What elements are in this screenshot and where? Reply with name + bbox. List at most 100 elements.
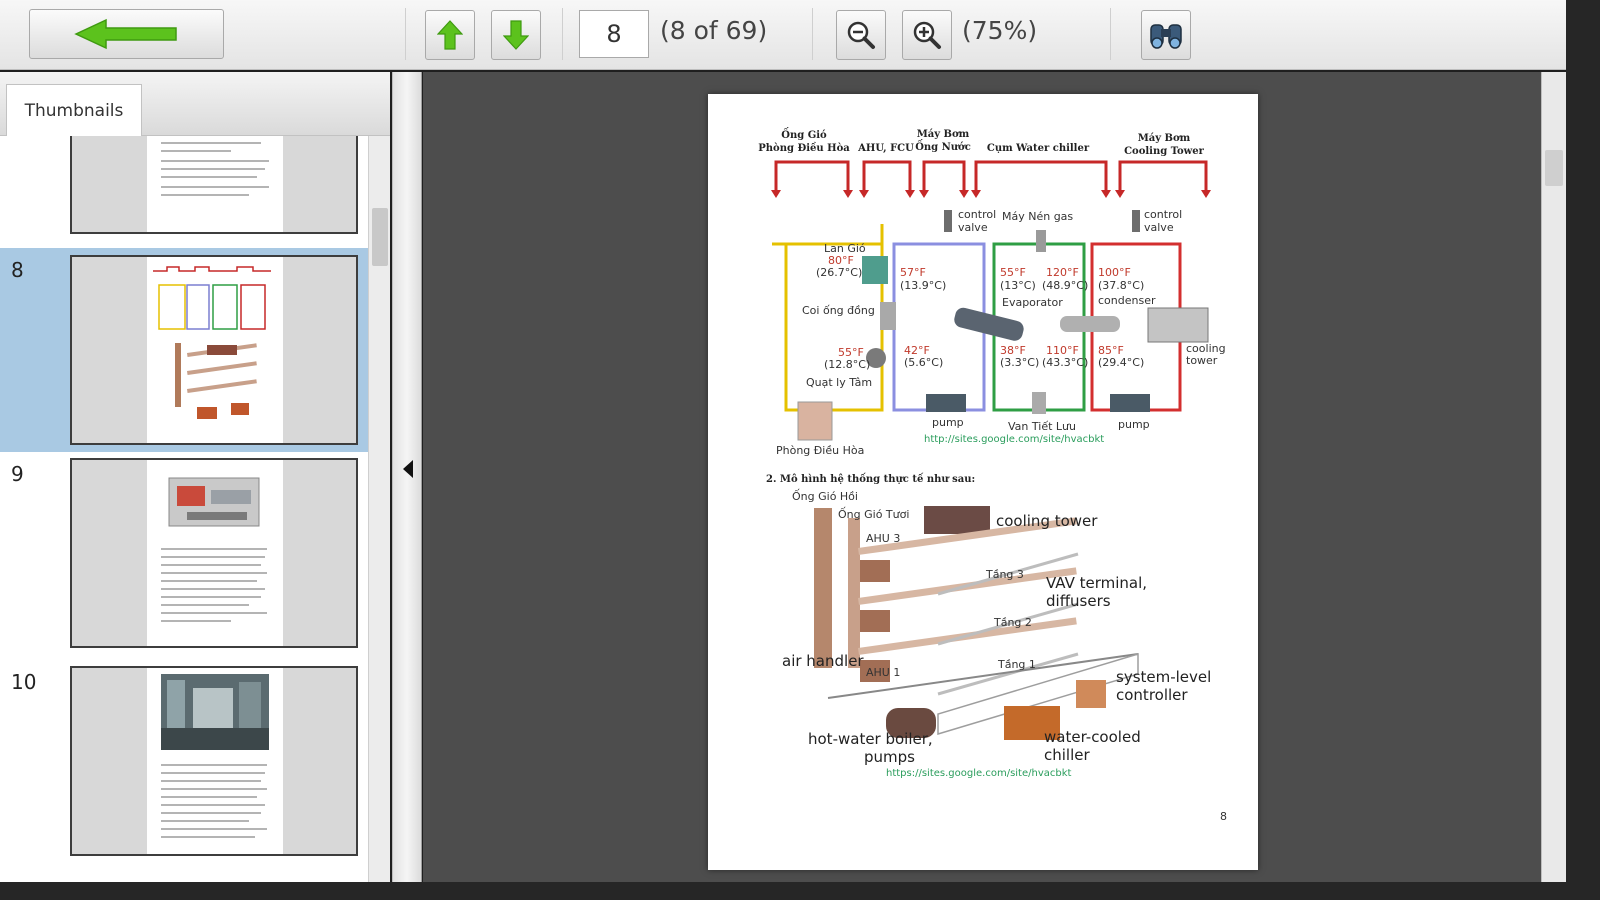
svg-text:Ống Gió Tươi: Ống Gió Tươi (838, 507, 909, 521)
svg-text:55°F: 55°F (1000, 266, 1026, 279)
scrollbar-thumb[interactable] (1545, 150, 1563, 186)
toolbar: (8 of 69) (75%) (0, 0, 1566, 70)
page-content: Ống Gió Phòng Điều Hòa AHU, FCU Máy Bơm … (708, 94, 1258, 870)
svg-text:system-level: system-level (1116, 668, 1211, 686)
return-air-duct (814, 508, 832, 668)
svg-text:Phòng Điều Hòa: Phòng Điều Hòa (776, 444, 864, 457)
page-footer-number: 8 (1220, 810, 1227, 823)
next-page-button[interactable] (491, 10, 541, 60)
window-edge (0, 882, 1600, 900)
svg-text:(5.6°C): (5.6°C) (904, 356, 943, 369)
svg-text:(37.8°C): (37.8°C) (1098, 279, 1144, 292)
svg-text:(12.8°C): (12.8°C) (824, 358, 870, 371)
fresh-air-duct (848, 518, 860, 668)
thumbnail-page-image (70, 136, 358, 234)
document-scrollbar[interactable] (1541, 72, 1566, 882)
header-ong-gio: Ống Gió (781, 128, 827, 141)
pump-icon (926, 394, 966, 412)
svg-text:AHU 3: AHU 3 (866, 532, 900, 545)
thumbnail-scrollbar[interactable] (368, 136, 390, 882)
zoom-out-button[interactable] (836, 10, 886, 60)
page-count-label: (8 of 69) (660, 16, 767, 45)
up-arrow-icon (437, 19, 463, 51)
binoculars-icon (1147, 19, 1185, 51)
svg-text:(3.3°C): (3.3°C) (1000, 356, 1039, 369)
tab-thumbnails[interactable]: Thumbnails (6, 84, 142, 137)
zoom-in-icon (911, 19, 943, 51)
find-button[interactable] (1141, 10, 1191, 60)
svg-text:cooling tower: cooling tower (996, 512, 1098, 530)
header-ong-nuoc: Ống Nước (915, 140, 971, 153)
header-cum-water-chiller: Cụm Water chiller (987, 143, 1090, 154)
thumbnail-item-9[interactable]: 9 (0, 452, 368, 660)
cooling-coil-icon (862, 256, 888, 284)
diagram-url: http://sites.google.com/site/hvacbkt (924, 434, 1104, 445)
thumbnail-page-image (70, 458, 358, 648)
thumbnail-list: 8 (0, 136, 368, 882)
evaporator-icon (953, 306, 1026, 342)
thumbnail-item-10[interactable]: 10 (0, 660, 368, 882)
header-may-bom: Máy Bơm (917, 129, 970, 140)
condenser-icon (1060, 316, 1120, 332)
svg-text:AHU 1: AHU 1 (866, 666, 900, 679)
svg-text:(48.9°C): (48.9°C) (1042, 279, 1088, 292)
svg-text:valve: valve (1144, 221, 1174, 234)
svg-text:Tầng 1: Tầng 1 (997, 658, 1036, 671)
previous-page-button[interactable] (425, 10, 475, 60)
svg-text:(13.9°C): (13.9°C) (900, 279, 946, 292)
thumbnail-item[interactable] (0, 136, 368, 248)
svg-text:water-cooled: water-cooled (1044, 728, 1141, 746)
iso-url: https://sites.google.com/site/hvacbkt (886, 768, 1072, 779)
svg-text:120°F: 120°F (1046, 266, 1079, 279)
zoom-level-label: (75%) (962, 16, 1037, 45)
header-cooling-tower: Cooling Tower (1124, 146, 1205, 157)
svg-text:Van Tiết Lưu: Van Tiết Lưu (1008, 420, 1076, 433)
scrollbar-thumb[interactable] (372, 208, 388, 266)
svg-text:100°F: 100°F (1098, 266, 1131, 279)
control-valve-icon (1132, 210, 1140, 232)
document-page: Ống Gió Phòng Điều Hòa AHU, FCU Máy Bơm … (708, 94, 1258, 870)
panel-tab-strip: Thumbnails (0, 72, 390, 136)
pump-icon (1110, 394, 1150, 412)
section-heading: 2. Mô hình hệ thống thực tế như sau: (766, 473, 975, 485)
svg-text:Tầng 2: Tầng 2 (993, 616, 1032, 629)
down-arrow-icon (503, 19, 529, 51)
window-edge (1566, 0, 1600, 900)
svg-text:57°F: 57°F (900, 266, 926, 279)
compressor-icon (1036, 230, 1046, 252)
svg-text:Coi ống đồng: Coi ống đồng (802, 304, 875, 317)
svg-text:control: control (958, 208, 996, 221)
collapse-panel-icon[interactable] (403, 460, 413, 478)
svg-text:Quạt ly Tâm: Quạt ly Tâm (806, 376, 872, 389)
panel-splitter[interactable] (392, 72, 422, 882)
header-phong-dieu-hoa: Phòng Điều Hòa (758, 142, 850, 154)
cooling-tower-unit (924, 506, 990, 534)
thumbnail-page-image (70, 666, 358, 856)
thumbnail-number: 8 (11, 258, 24, 282)
thumbnails-panel: Thumbnails 8 (0, 72, 390, 882)
svg-text:(13°C): (13°C) (1000, 279, 1036, 292)
copper-coil-icon (880, 302, 896, 330)
room-icon (798, 402, 832, 440)
controller-unit (1076, 680, 1106, 708)
svg-text:condenser: condenser (1098, 294, 1156, 307)
svg-text:(26.7°C): (26.7°C) (816, 266, 862, 279)
back-button[interactable] (29, 9, 224, 59)
thumbnail-number: 9 (11, 462, 24, 486)
svg-text:hot-water boiler,: hot-water boiler, (808, 730, 933, 748)
svg-text:pump: pump (1118, 418, 1150, 431)
svg-text:Tầng 3: Tầng 3 (985, 568, 1024, 581)
svg-text:Ống Gió Hồi: Ống Gió Hồi (792, 489, 858, 503)
page-number-input[interactable] (579, 10, 649, 58)
svg-text:Máy Nén gas: Máy Nén gas (1002, 210, 1073, 223)
thumbnail-item-8[interactable]: 8 (0, 248, 368, 452)
svg-text:control: control (1144, 208, 1182, 221)
svg-text:chiller: chiller (1044, 746, 1090, 764)
thumbnail-number: 10 (11, 670, 36, 694)
zoom-in-button[interactable] (902, 10, 952, 60)
svg-text:pumps: pumps (864, 748, 915, 766)
thumbnail-page-image (70, 255, 358, 445)
svg-text:VAV terminal,: VAV terminal, (1046, 574, 1147, 592)
svg-text:tower: tower (1186, 354, 1218, 367)
